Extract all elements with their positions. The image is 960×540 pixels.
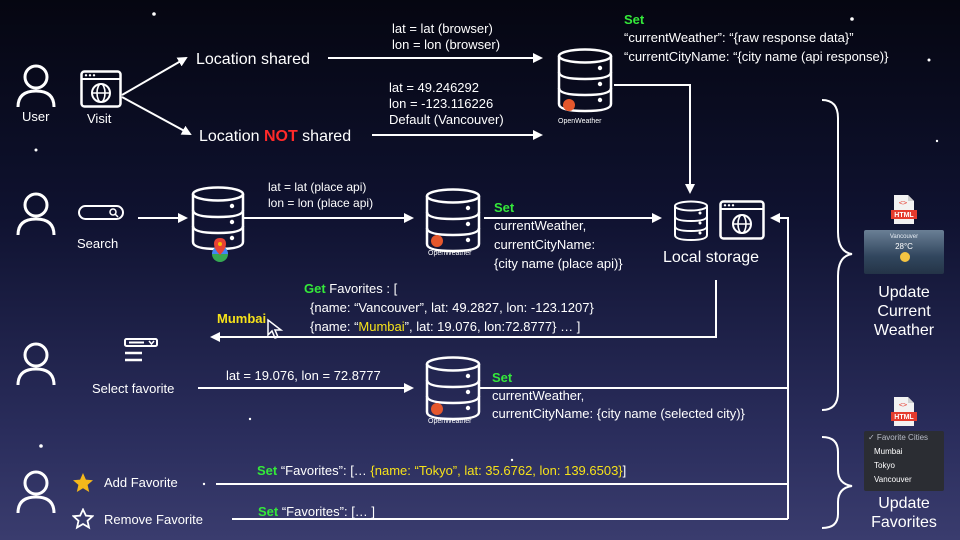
user-icon (16, 192, 56, 236)
svg-text:<>: <> (899, 199, 907, 207)
set-top-line: “currentWeather”: “{raw response data}” (624, 30, 854, 45)
weather-card-temp: 28°C (895, 242, 913, 251)
browser-lon: lon = lon (browser) (392, 37, 501, 52)
set-top-line: “currentCityName: “{city name (api respo… (624, 49, 889, 64)
get-favorites-title: Get Favorites : [ (304, 281, 398, 296)
openweather-database-icon (557, 48, 613, 113)
local-storage-browser-icon (719, 200, 765, 240)
selected-coords: lat = 19.076, lon = 72.8777 (226, 368, 381, 383)
openweather-label: OpenWeather (428, 250, 472, 257)
place-lon: lon = lon (place api) (268, 196, 374, 210)
openweather-label: OpenWeather (558, 118, 602, 125)
star-outline-icon (72, 508, 94, 530)
set-mid-line: currentWeather, (494, 218, 587, 233)
update-current-weather-label: Update Current Weather (873, 284, 935, 339)
update-favorites-label: Update Favorites (871, 495, 937, 531)
local-storage-label: Local storage (663, 249, 760, 266)
select-favorite-label: Select favorite (92, 381, 175, 396)
set-sel-line: currentWeather, (492, 388, 585, 403)
list-select-icon (124, 338, 158, 362)
favorites-card-item: Vancouver (874, 475, 912, 484)
set-remove-favorite: Set “Favorites”: [… ] (258, 504, 376, 519)
set-add-favorite: Set “Favorites”: [… {name: “Tokyo”, lat:… (257, 463, 627, 478)
set-keyword: Set (492, 370, 513, 385)
user-icon (16, 342, 56, 386)
location-not-shared-label: Location NOT shared (199, 128, 352, 145)
set-mid-line: {city name (place api)} (494, 256, 623, 271)
favorites-card-item: Mumbai (874, 447, 903, 456)
arrow-get-favorites (210, 280, 717, 342)
local-storage-database-icon (674, 200, 708, 242)
favorites-card-header: ✓ Favorite Cities (868, 433, 929, 442)
get-favorites-line: {name: “Mumbai”, lat: 19.076, lon:72.877… (310, 319, 581, 334)
not-emphasis: NOT (263, 128, 298, 145)
user-icon (16, 470, 56, 514)
default-lat: lat = 49.246292 (389, 80, 479, 95)
brace-weather (821, 99, 853, 411)
arrow-visit-shared (121, 56, 188, 96)
html-file-icon: <> HTML (891, 397, 917, 426)
default-city: Default (Vancouver) (389, 112, 504, 127)
place-lat: lat = lat (place api) (268, 180, 367, 194)
location-shared-label: Location shared (196, 51, 310, 68)
weather-app-thumbnail: Vancouver 28°C (864, 230, 944, 274)
places-database-icon (191, 186, 245, 262)
arrow-return-localstorage (770, 213, 789, 519)
set-keyword: Set (494, 200, 515, 215)
favorites-card-item: Tokyo (874, 461, 895, 470)
search-bar-icon (78, 205, 124, 220)
mumbai-selection-label: Mumbai (217, 311, 267, 326)
star-filled-icon (73, 473, 93, 492)
remove-favorite-label: Remove Favorite (104, 512, 203, 527)
cursor-icon (267, 318, 284, 339)
openweather-database-icon (425, 356, 481, 421)
visit-label: Visit (87, 111, 112, 126)
svg-text:<>: <> (899, 401, 907, 409)
add-favorite-label: Add Favorite (104, 475, 178, 490)
openweather-label: OpenWeather (428, 418, 472, 425)
browser-lat: lat = lat (browser) (392, 21, 493, 36)
user-icon (16, 64, 56, 108)
default-lon: lon = -123.116226 (389, 96, 494, 111)
set-mid-line: currentCityName: (494, 237, 596, 252)
weather-card-city: Vancouver (889, 234, 919, 240)
svg-text:HTML: HTML (894, 414, 914, 421)
get-favorites-line: {name: “Vancouver”, lat: 49.2827, lon: -… (310, 300, 594, 315)
arrow-visit-not-shared (121, 96, 192, 135)
arrow-openweather-localstorage (614, 84, 695, 194)
user-label: User (22, 109, 50, 124)
sun-icon (900, 252, 910, 262)
openweather-database-icon (425, 188, 481, 253)
set-sel-line: currentCityName: {city name (selected ci… (492, 406, 745, 421)
favorites-dropdown-thumbnail: ✓ Favorite Cities Mumbai Tokyo Vancouver (864, 431, 944, 491)
brace-favorites (821, 436, 853, 529)
html-file-icon: <> HTML (891, 195, 917, 224)
svg-text:HTML: HTML (894, 212, 914, 219)
search-label: Search (77, 236, 119, 251)
browser-globe-icon (80, 70, 122, 108)
set-keyword: Set (624, 12, 645, 27)
